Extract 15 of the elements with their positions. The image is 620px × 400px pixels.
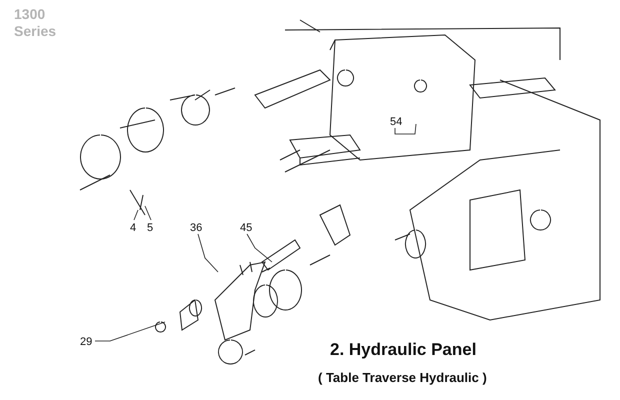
callout-number: 54 <box>390 116 402 128</box>
callout-number: 36 <box>190 222 202 234</box>
callout-number: 5 <box>147 222 154 234</box>
leader-line <box>246 234 272 262</box>
leader-line <box>94 322 166 342</box>
leader-line <box>198 234 218 272</box>
diagram-title: 2. Hydraulic Panel <box>330 340 476 360</box>
leader-line <box>144 206 152 220</box>
leader-line <box>394 124 416 134</box>
leader-line <box>134 210 138 220</box>
diagram-caption: ( Table Traverse Hydraulic ) <box>318 370 487 385</box>
callout-number: 29 <box>80 336 92 348</box>
series-label: 1300 Series <box>14 6 58 40</box>
callout-number: 4 <box>130 222 136 234</box>
callout-number: 45 <box>240 222 252 234</box>
